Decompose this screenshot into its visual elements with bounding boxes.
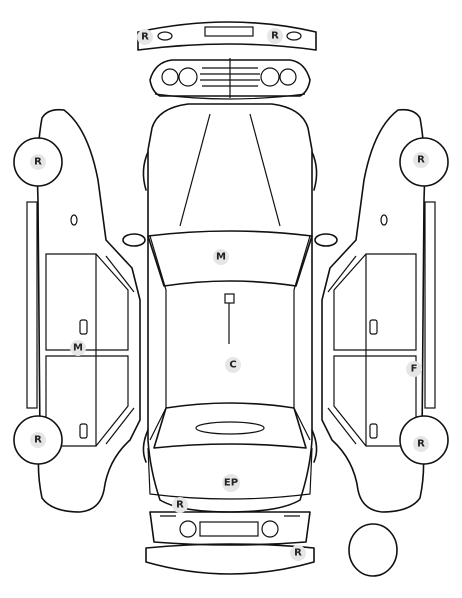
marker-front-bumper-right[interactable]: R	[267, 28, 283, 44]
marker-front-bumper-left[interactable]: R	[137, 29, 153, 45]
marker-left-side-panel[interactable]: M	[70, 340, 86, 356]
rear-panel[interactable]	[149, 511, 311, 546]
left-side-view[interactable]	[13, 108, 141, 513]
marker-label: R	[294, 548, 302, 559]
marker-roof[interactable]: C	[225, 357, 241, 373]
marker-label: R	[271, 31, 279, 42]
marker-label: R	[34, 157, 42, 168]
marker-label: M	[216, 252, 226, 263]
marker-right-front-wheel[interactable]: R	[413, 152, 429, 168]
marker-label: M	[73, 343, 83, 354]
marker-right-side-panel[interactable]: F	[406, 361, 422, 377]
car-body-top[interactable]	[122, 103, 338, 513]
marker-label: R	[176, 500, 184, 511]
marker-label: R	[417, 439, 425, 450]
marker-left-rear-wheel[interactable]: R	[30, 432, 46, 448]
marker-label: EP	[224, 478, 238, 489]
marker-hood[interactable]: M	[213, 249, 229, 265]
marker-label: R	[141, 32, 149, 43]
front-grille[interactable]	[149, 58, 311, 100]
marker-rear-bumper[interactable]: R	[290, 545, 306, 561]
marker-left-front-wheel[interactable]: R	[30, 154, 46, 170]
marker-label: F	[411, 364, 418, 375]
right-side-view[interactable]	[321, 108, 449, 513]
marker-label: C	[229, 360, 236, 371]
marker-trunk[interactable]: EP	[222, 474, 240, 492]
front-bumper[interactable]	[137, 21, 317, 51]
marker-label: R	[417, 155, 425, 166]
spare-wheel[interactable]	[348, 523, 398, 577]
marker-label: R	[34, 435, 42, 446]
marker-right-rear-wheel[interactable]: R	[413, 436, 429, 452]
marker-rear-panel[interactable]: R	[172, 497, 188, 513]
rear-bumper[interactable]	[145, 543, 315, 575]
